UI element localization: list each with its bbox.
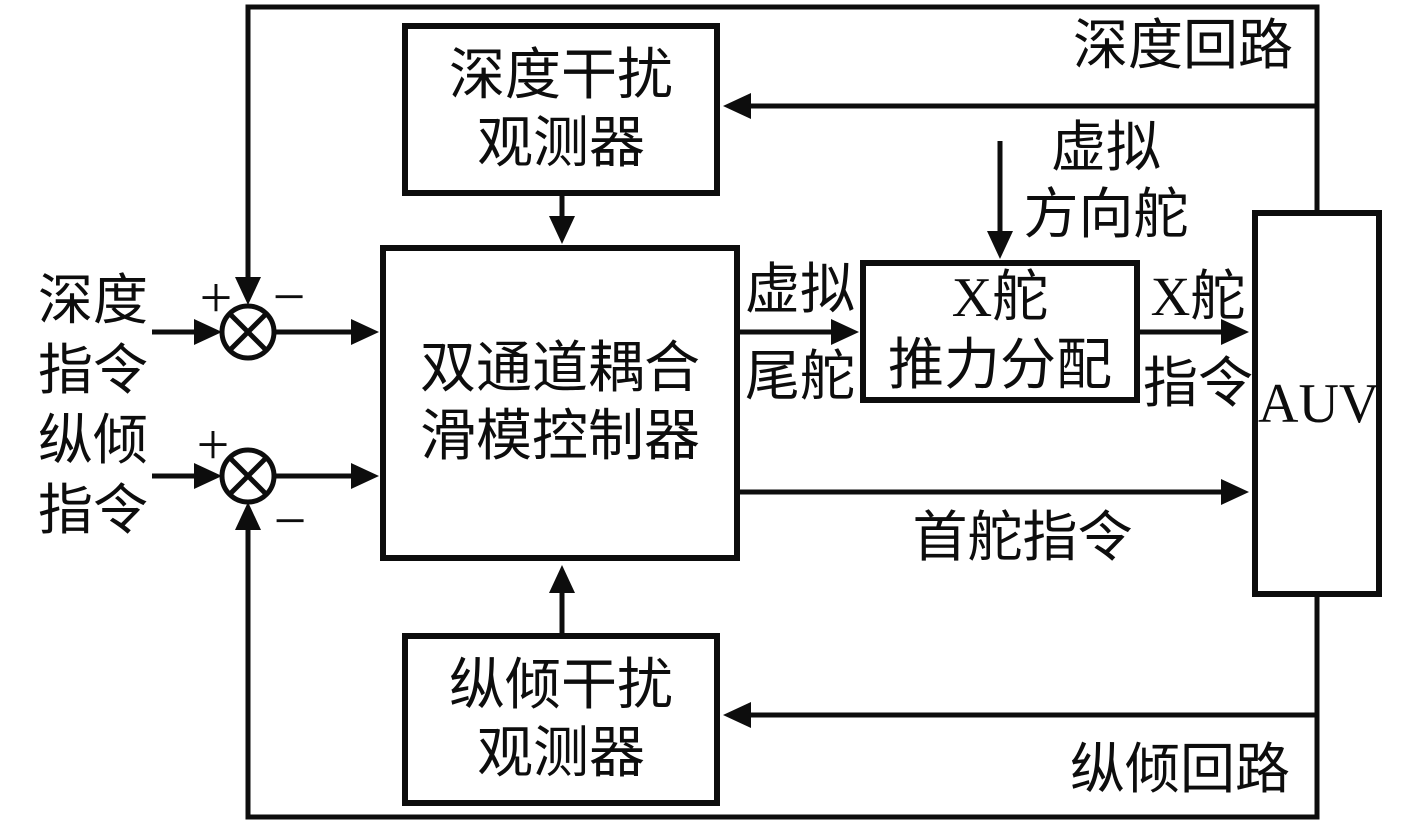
bow-rudder-command-label: 首舵指令	[912, 507, 1133, 568]
virtual-tail-rudder-line2: 尾舵	[744, 346, 855, 407]
depth-sum-plus-sign: +	[199, 265, 233, 330]
controller-label-line1: 双通道耦合	[420, 338, 700, 400]
pitch-sum-cross-2	[228, 456, 268, 496]
x-rudder-command-line1: X舵	[1150, 266, 1246, 327]
depth-command-line2: 指令	[37, 340, 148, 401]
arrow-x-rudder-into-auv	[1221, 319, 1249, 345]
arrow-into-depth-observer	[723, 93, 751, 119]
depth-command-label: 深度 指令	[18, 266, 168, 406]
dual-channel-coupled-smc-block: 双通道耦合 滑模控制器	[380, 245, 740, 561]
virtual-tail-rudder-label: 虚拟 尾舵	[740, 246, 860, 420]
depth-sum-minus-sign: −	[272, 264, 306, 329]
virtual-tail-rudder-line1: 虚拟	[744, 259, 855, 320]
depth-loop-line	[245, 4, 1320, 281]
pitch-command-line1: 纵倾	[37, 410, 148, 471]
pitch-command-line2: 指令	[37, 480, 148, 541]
pitch-disturbance-observer-block: 纵倾干扰 观测器	[402, 633, 720, 806]
pitch-observer-label-line1: 纵倾干扰	[449, 654, 673, 717]
arrow-depth-observer-into-controller	[549, 216, 575, 244]
arrow-bow-rudder-into-auv	[1221, 479, 1249, 505]
arrow-pitch-command	[194, 463, 222, 489]
arrow-into-thrust-allocation	[831, 319, 859, 345]
arrow-pitch-error-into-controller	[351, 463, 379, 489]
thrust-allocation-label-line1: X舵	[951, 266, 1049, 329]
arrow-into-pitch-observer	[723, 702, 751, 728]
depth-observer-label-line2: 观测器	[477, 112, 645, 175]
pitch-sum-minus-sign: −	[273, 488, 307, 553]
x-rudder-command-line2: 指令	[1142, 353, 1253, 414]
depth-observer-label-line1: 深度干扰	[449, 44, 673, 107]
virtual-heading-rudder-line1: 虚拟	[1050, 117, 1161, 178]
auv-block: AUV	[1252, 210, 1382, 597]
arrow-into-depth-sum-top	[235, 277, 261, 305]
depth-sum-cross-2	[228, 312, 268, 352]
controller-label-line2: 滑模控制器	[420, 406, 700, 468]
pitch-command-label: 纵倾 指令	[18, 406, 168, 546]
depth-command-line1: 深度	[37, 270, 148, 331]
x-rudder-command-label: X舵 指令	[1138, 253, 1258, 427]
depth-loop-label: 深度回路	[1072, 15, 1293, 76]
arrow-virtual-heading-rudder	[987, 231, 1013, 259]
auv-label: AUV	[1258, 372, 1380, 435]
virtual-heading-rudder-label: 虚拟 方向舵	[1006, 114, 1206, 248]
x-rudder-thrust-allocation-block: X舵 推力分配	[860, 260, 1140, 403]
pitch-sum-plus-sign: +	[196, 412, 230, 477]
pitch-loop-label: 纵倾回路	[1069, 739, 1290, 800]
arrow-into-pitch-sum-bottom	[235, 502, 261, 530]
depth-disturbance-observer-block: 深度干扰 观测器	[402, 23, 720, 196]
arrow-depth-error-into-controller	[351, 319, 379, 345]
pitch-loop-line	[245, 528, 1320, 820]
arrow-pitch-observer-into-controller	[549, 565, 575, 593]
arrow-depth-command	[194, 319, 222, 345]
virtual-heading-rudder-line2: 方向舵	[1023, 184, 1189, 245]
pitch-observer-label-line2: 观测器	[477, 722, 645, 785]
thrust-allocation-label-line2: 推力分配	[888, 334, 1112, 397]
